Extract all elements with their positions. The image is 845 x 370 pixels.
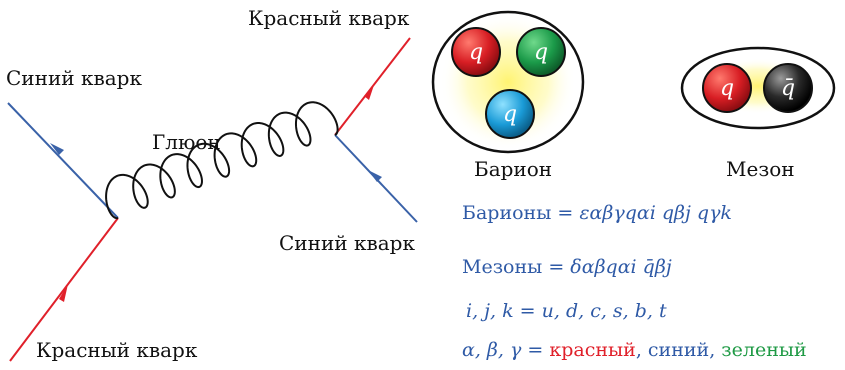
meson-caption: Мезон [726, 157, 795, 181]
meson-quark-label: q [720, 76, 734, 101]
baryon-caption: Барион [474, 157, 553, 181]
baryon-blue-quark-label: q [503, 102, 517, 127]
gluon-coil [105, 101, 339, 220]
equation-baryons: Барионы = εαβγqαi qβj qγk [462, 202, 732, 224]
red-quark-top-arrow [364, 85, 374, 100]
label-blue-quark-right: Синий кварк [279, 231, 415, 255]
equation-flavors: i, j, k = u, d, c, s, b, t [466, 300, 667, 322]
red-quark-bottom-line [9, 217, 119, 362]
meson-antiquark [763, 63, 813, 113]
baryon-green-quark [516, 27, 566, 77]
label-gluon: Глюон [152, 130, 221, 154]
color-comma-2: , [709, 339, 722, 361]
color-word-red: красный [549, 339, 636, 361]
blue-quark-right-arrow [368, 170, 382, 182]
meson-antiquark-label: q̄ [781, 76, 795, 101]
color-word-blue: синий [647, 339, 710, 361]
label-red-quark-top: Красный кварк [248, 6, 410, 30]
equation-baryons-word: Барионы [462, 202, 552, 224]
label-blue-quark-left: Синий кварк [6, 66, 142, 90]
equation-mesons-rhs: = δαβqαi q̄βj [548, 256, 672, 278]
baryon-red-quark [451, 27, 501, 77]
color-word-green: зеленый [721, 339, 807, 361]
meson-quark [702, 63, 752, 113]
equation-colors-lhs: α, β, γ = [462, 339, 544, 361]
label-red-quark-bottom: Красный кварк [36, 338, 198, 362]
feynman-diagram [7, 37, 418, 362]
baryon-red-quark-label: q [469, 40, 483, 65]
blue-quark-left-arrow [50, 143, 64, 155]
equation-mesons: Мезоны = δαβqαi q̄βj [462, 256, 672, 278]
equation-baryons-rhs: = εαβγqαi qβj qγk [557, 202, 732, 224]
equation-colors: α, β, γ = красный, синий, зеленый [462, 339, 807, 361]
blue-quark-left-line [7, 102, 119, 219]
color-comma-1: , [635, 339, 648, 361]
meson-diagram: q q̄ [680, 46, 836, 130]
baryon-green-quark-label: q [534, 40, 548, 65]
baryon-boundary [431, 10, 585, 154]
red-quark-bottom-arrow [59, 284, 68, 302]
equation-mesons-word: Мезоны [462, 256, 543, 278]
baryon-diagram: q q q [431, 10, 585, 154]
baryon-blue-quark [485, 89, 535, 139]
meson-boundary [680, 46, 836, 130]
red-quark-top-line [334, 37, 411, 136]
